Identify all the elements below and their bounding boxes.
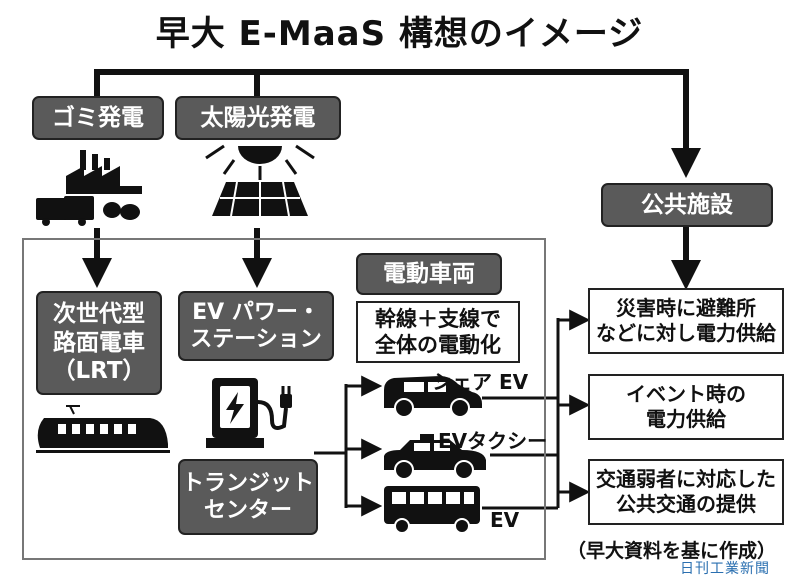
event-supply-box: イベント時の 電力供給 bbox=[588, 374, 784, 440]
garbage-power-box: ゴミ発電 bbox=[32, 96, 164, 140]
solar-power-box: 太陽光発電 bbox=[175, 96, 341, 140]
newspaper-credit: 日刊工業新聞 bbox=[680, 561, 770, 577]
ev-bus-label: EV bbox=[490, 508, 520, 532]
electric-vehicles-box: 電動車両 bbox=[356, 253, 502, 295]
share-ev-label: シェア EV bbox=[432, 370, 529, 394]
share-ev-car-icon bbox=[384, 376, 482, 418]
source-caption: （早大資料を基に作成） bbox=[567, 540, 777, 562]
solar-panel-icon bbox=[205, 144, 315, 217]
transit-vulnerable-box: 交通弱者に対応した 公共交通の提供 bbox=[588, 459, 784, 525]
ev-taxi-label: EVタクシー bbox=[438, 429, 548, 453]
lrt-box: 次世代型 路面電車 （LRT） bbox=[36, 291, 162, 395]
local-area-region bbox=[22, 238, 546, 560]
public-facilities-box: 公共施設 bbox=[601, 183, 773, 227]
ev-power-station-box: EV パワー・ ステーション bbox=[178, 291, 334, 361]
ev-charger-icon bbox=[206, 378, 292, 448]
ev-taxi-car-icon bbox=[384, 434, 486, 480]
diagram-title: 早大 E-MaaS 構想のイメージ bbox=[155, 14, 644, 54]
disaster-supply-box: 災害時に避難所 などに対し電力供給 bbox=[588, 288, 784, 354]
trunk-branch-box: 幹線＋支線で 全体の電動化 bbox=[356, 301, 520, 363]
garbage-plant-icon bbox=[36, 150, 142, 226]
lrt-train-icon bbox=[36, 405, 170, 453]
top-connector bbox=[94, 69, 701, 178]
transit-center-box: トランジット センター bbox=[178, 459, 318, 535]
ev-bus-icon bbox=[384, 486, 480, 534]
